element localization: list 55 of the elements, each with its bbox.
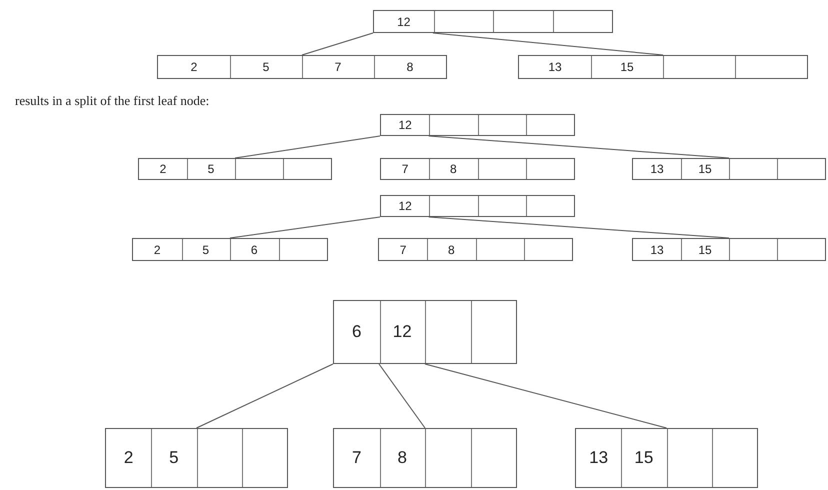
connector-line [302, 32, 374, 56]
connector-line [424, 364, 667, 428]
btree-node [575, 428, 758, 488]
key-number: 2 [160, 161, 166, 178]
key-number: 2 [124, 447, 134, 470]
key-number: 7 [400, 242, 406, 258]
key-number: 13 [650, 242, 664, 258]
key-number: 8 [450, 161, 457, 178]
connector-line [230, 216, 380, 238]
btree-node [518, 55, 808, 79]
btree-node [380, 114, 575, 136]
key-number: 2 [154, 242, 161, 258]
connector-line [428, 216, 730, 238]
key-number: 15 [698, 161, 712, 178]
connector-line [432, 32, 664, 56]
btree-node [105, 428, 288, 488]
key-number: 7 [402, 161, 408, 178]
key-number: 13 [589, 447, 608, 470]
btree-node [138, 158, 332, 180]
btree-node [380, 158, 575, 180]
connector-line [196, 364, 334, 428]
key-number: 8 [448, 242, 455, 258]
btree-node [373, 10, 613, 33]
key-number: 7 [334, 59, 342, 76]
key-number: 2 [190, 59, 198, 76]
key-number: 6 [250, 242, 258, 258]
connector-line [234, 136, 380, 158]
key-number: 5 [169, 447, 179, 470]
key-number: 15 [634, 447, 654, 470]
btree-node [632, 238, 826, 261]
key-number: 8 [398, 447, 407, 470]
key-number: 12 [397, 14, 410, 30]
key-number: 13 [650, 161, 664, 178]
key-number: 7 [352, 447, 362, 470]
key-number: 8 [406, 59, 414, 76]
btree-node [333, 428, 517, 488]
btree-node [132, 238, 328, 261]
caption-text: results in a split of the first leaf node: [15, 92, 210, 110]
connector-line [428, 136, 730, 158]
key-number: 13 [548, 59, 562, 76]
connector-line [378, 364, 426, 428]
key-number: 15 [698, 242, 712, 258]
btree-node [157, 55, 447, 79]
key-number: 12 [392, 321, 412, 344]
key-number: 12 [398, 117, 412, 134]
key-number: 12 [398, 198, 412, 215]
key-number: 15 [620, 59, 634, 76]
btree-node [632, 158, 826, 180]
btree-node [333, 300, 517, 364]
key-number: 5 [208, 161, 214, 178]
key-number: 5 [262, 59, 270, 76]
btree-node [380, 195, 575, 217]
key-number: 5 [202, 242, 210, 258]
key-number: 6 [352, 321, 362, 344]
btree-node [378, 238, 573, 261]
